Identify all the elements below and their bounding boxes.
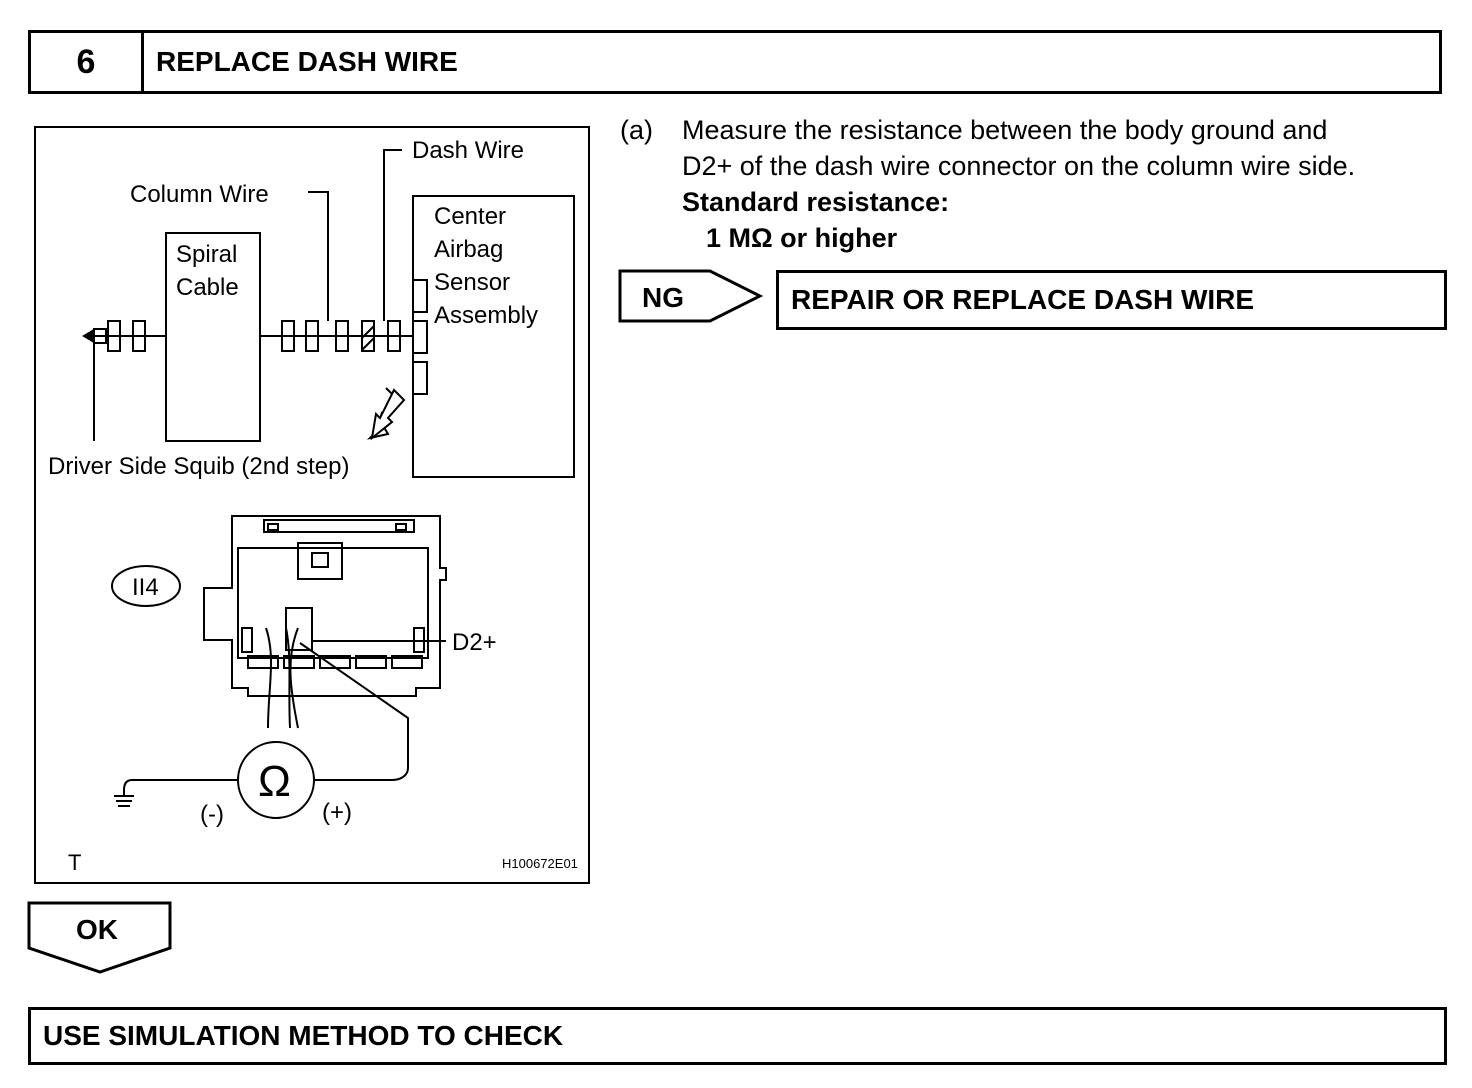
step-title: REPLACE DASH WIRE bbox=[156, 46, 458, 77]
ng-action-box: REPAIR OR REPLACE DASH WIRE bbox=[776, 270, 1447, 330]
ok-label: OK bbox=[76, 914, 118, 945]
airbag-label-2: Airbag bbox=[434, 236, 503, 263]
instruction-body: Measure the resistance between the body … bbox=[682, 112, 1462, 256]
next-step-box: USE SIMULATION METHOD TO CHECK bbox=[28, 1007, 1447, 1065]
column-wire-label: Column Wire bbox=[130, 181, 269, 208]
terminal-label: D2+ bbox=[452, 629, 497, 656]
instruction-line-1: Measure the resistance between the body … bbox=[682, 115, 1328, 145]
driver-squib-label: Driver Side Squib (2nd step) bbox=[48, 453, 349, 480]
corner-mark: T bbox=[68, 850, 81, 875]
ohm-symbol: Ω bbox=[258, 757, 291, 806]
ng-arrow bbox=[618, 269, 764, 323]
ok-arrow bbox=[27, 901, 172, 974]
airbag-label-3: Sensor bbox=[434, 269, 510, 296]
ground-symbol-icon bbox=[114, 795, 134, 807]
ng-label: NG bbox=[642, 282, 684, 313]
spiral-label-2: Cable bbox=[176, 274, 239, 301]
standard-value: 1 MΩ or higher bbox=[706, 223, 898, 253]
negative-label: (-) bbox=[200, 801, 224, 828]
wiring-figure: Dash Wire Column Wire Spiral Cable Cente… bbox=[34, 126, 590, 884]
airbag-label-4: Assembly bbox=[434, 302, 538, 329]
step-header: 6 REPLACE DASH WIRE bbox=[28, 30, 1442, 94]
wiring-diagram: Dash Wire Column Wire Spiral Cable Cente… bbox=[48, 137, 578, 875]
dash-wire-label: Dash Wire bbox=[412, 137, 524, 164]
standard-label: Standard resistance: bbox=[682, 187, 950, 217]
connector-id-label: II4 bbox=[132, 574, 159, 601]
figure-id: H100672E01 bbox=[502, 856, 578, 871]
airbag-label-1: Center bbox=[434, 203, 506, 230]
instruction-line-2: D2+ of the dash wire connector on the co… bbox=[682, 151, 1356, 181]
spiral-label-1: Spiral bbox=[176, 241, 237, 268]
instruction-marker: (a) bbox=[620, 115, 653, 145]
positive-label: (+) bbox=[322, 799, 352, 826]
step-number: 6 bbox=[31, 33, 144, 91]
